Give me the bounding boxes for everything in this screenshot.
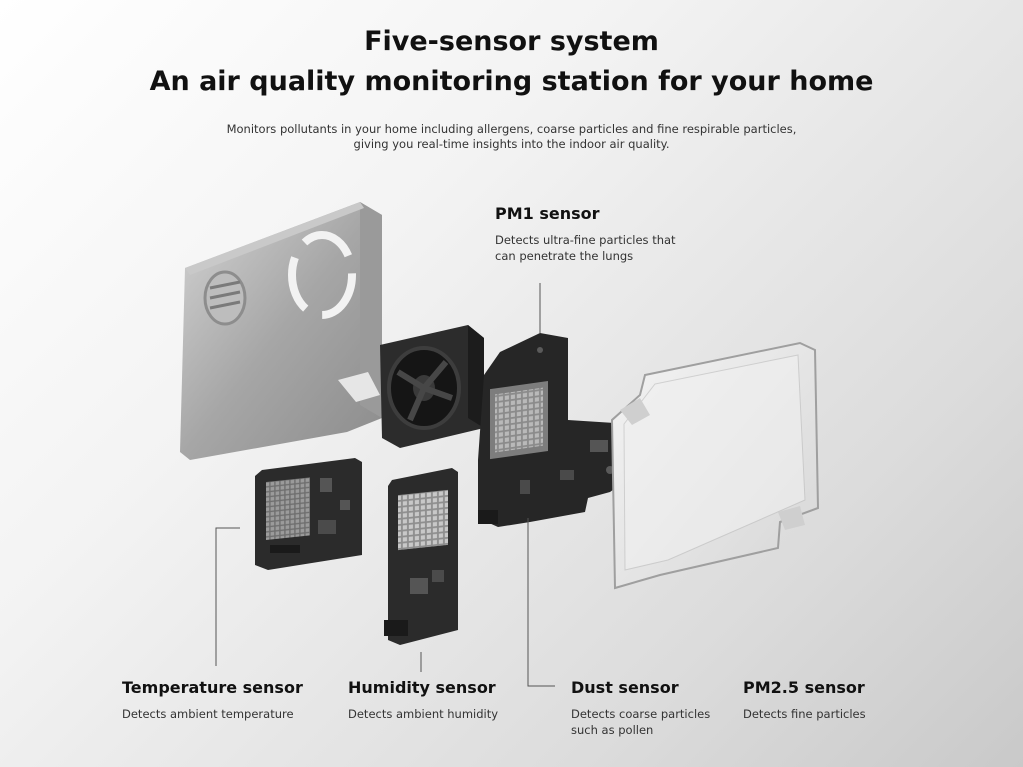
subtitle-line-2: giving you real-time insights into the i… [353,137,670,151]
pm25-sensor-desc: Detects fine particles [743,707,866,721]
subtitle-line-1: Monitors pollutants in your home includi… [226,122,797,136]
cooling-fan [380,325,484,448]
dust-leader-line [527,518,555,687]
headline: Five-sensor system An air quality monito… [0,22,1023,102]
metal-cover [180,202,382,460]
temperature-leader-line [215,527,240,666]
humidity-sensor-chip [398,489,448,551]
translucent-tray [610,341,820,590]
pm1-sensor-desc: Detects ultra-fine particles that can pe… [495,232,676,264]
dust-desc-line-2: such as pollen [571,723,654,737]
humidity-sensor-desc: Detects ambient humidity [348,707,499,721]
headline-line-1: Five-sensor system [364,26,659,57]
leader-lines [215,283,555,687]
temperature-sensor-board [255,458,362,570]
fan-opening [288,231,356,319]
humidity-sensor-title: Humidity sensor [348,678,496,697]
dust-sensor-desc: Detects coarse particles such as pollen [571,706,710,738]
temperature-sensor-title: Temperature sensor [122,678,303,697]
humidity-sensor-board [384,468,458,645]
subtitle: Monitors pollutants in your home includi… [0,122,1023,152]
temperature-sensor-grid [266,477,310,541]
pm1-desc-line-1: Detects ultra-fine particles that [495,233,676,247]
pm1-desc-line-2: can penetrate the lungs [495,249,634,263]
pm1-sensor-title: PM1 sensor [495,204,600,223]
dust-desc-line-1: Detects coarse particles [571,707,711,721]
dust-sensor-title: Dust sensor [571,678,679,697]
main-sensor-board [478,333,652,527]
headline-line-2: An air quality monitoring station for yo… [149,66,874,97]
pm25-sensor-title: PM2.5 sensor [743,678,865,697]
temperature-sensor-desc: Detects ambient temperature [122,707,294,721]
vent-grille [203,270,247,326]
